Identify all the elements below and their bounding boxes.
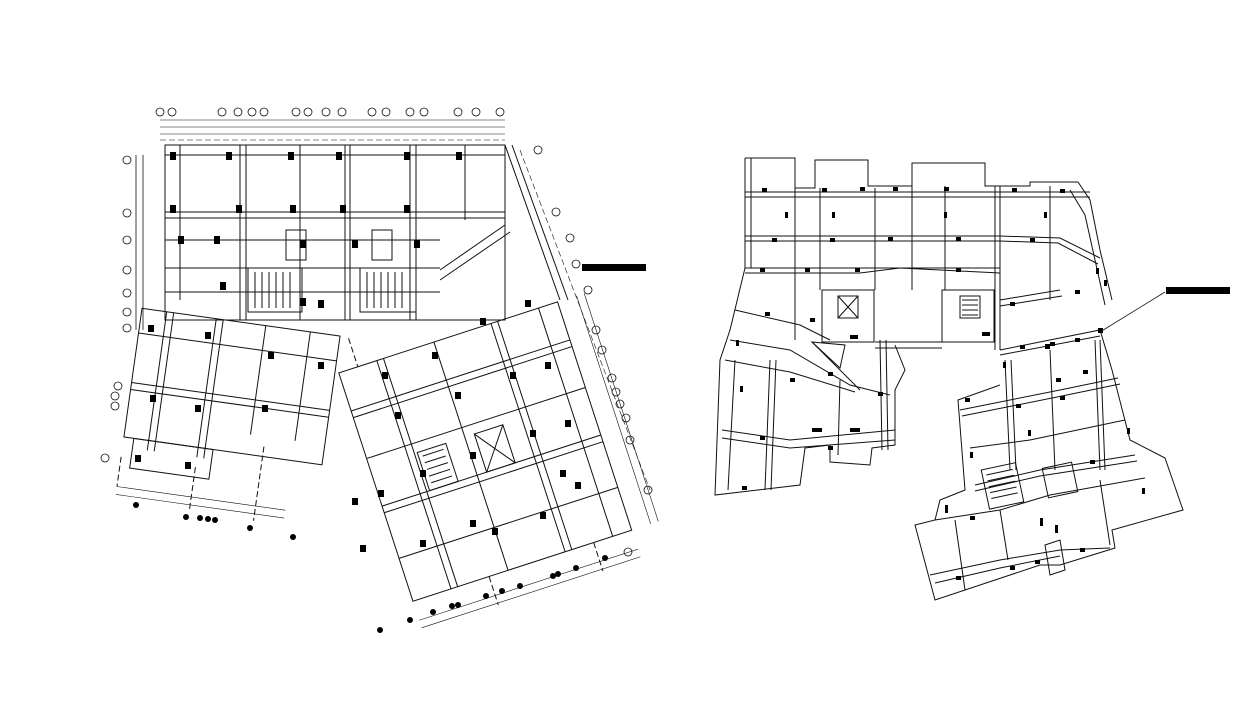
beam-right-wing [914,329,1184,601]
beam-plan-leader-line [1099,291,1166,333]
beam-plan-title-tag [1166,287,1230,294]
beam-tags [736,187,1145,580]
top-grid-bubbles [155,107,505,117]
top-dimension-lines [160,119,505,141]
right-wing-bottom-bubbles [377,555,608,633]
top-block-structure [164,144,506,321]
left-wing-columns [135,325,324,469]
right-wing-side-bubbles [533,145,653,557]
right-wing-structure [338,293,659,629]
top-block-columns [170,152,462,308]
beam-left-wing [714,267,906,496]
left-wing-bubbles [100,381,123,463]
foundation-plan-title-tag [582,264,646,271]
foundation-plan [100,107,659,633]
right-wing-columns [352,300,581,552]
left-wing-structure [115,307,341,521]
beam-layout-plan [714,157,1230,601]
left-wing-bottom-bubbles [133,502,296,540]
left-grid-bubbles [122,155,144,333]
connector-beams [439,144,651,491]
beam-top-block [744,157,1113,350]
